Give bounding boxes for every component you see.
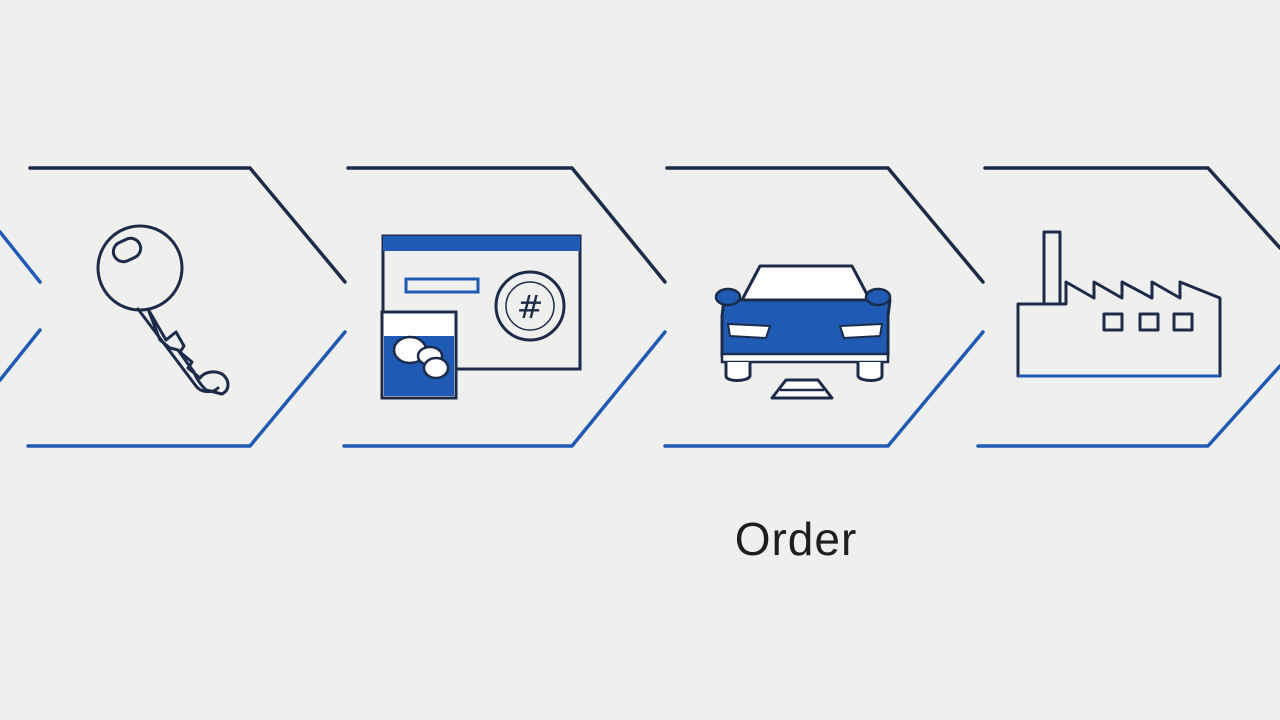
- partial-chevron-left: [0, 230, 42, 382]
- chevron-step-1: [26, 166, 347, 448]
- window-title-bar: [383, 236, 580, 251]
- step-label-order: Order: [734, 513, 858, 565]
- chevron-4-top: [983, 166, 1280, 250]
- chevron-step-2: [342, 166, 667, 448]
- window-input-bar: [404, 277, 480, 294]
- key-icon: [96, 224, 230, 396]
- chevron-2-top: [346, 166, 667, 284]
- svg-text:#: #: [517, 288, 544, 326]
- factory-window-3: [1172, 312, 1194, 332]
- factory-window-2: [1138, 312, 1160, 332]
- chevron-left-upper-edge: [0, 230, 42, 284]
- factory-window-1: [1102, 312, 1124, 332]
- configurator-window-icon: #: [380, 234, 582, 400]
- chevron-4-bottom: [976, 364, 1280, 448]
- factory-icon: [1016, 230, 1222, 378]
- chevron-3-bottom: [663, 330, 985, 448]
- chevron-3-top: [665, 166, 985, 284]
- car-icon: [714, 264, 892, 400]
- chevron-left-lower-edge: [0, 328, 42, 382]
- globe-icon: [494, 270, 566, 342]
- chevron-1-top: [28, 166, 347, 284]
- chevron-2-bottom: [342, 330, 667, 448]
- chevron-1-bottom: [26, 330, 347, 448]
- chevron-step-3: [663, 166, 985, 448]
- chevron-step-4: [976, 166, 1280, 448]
